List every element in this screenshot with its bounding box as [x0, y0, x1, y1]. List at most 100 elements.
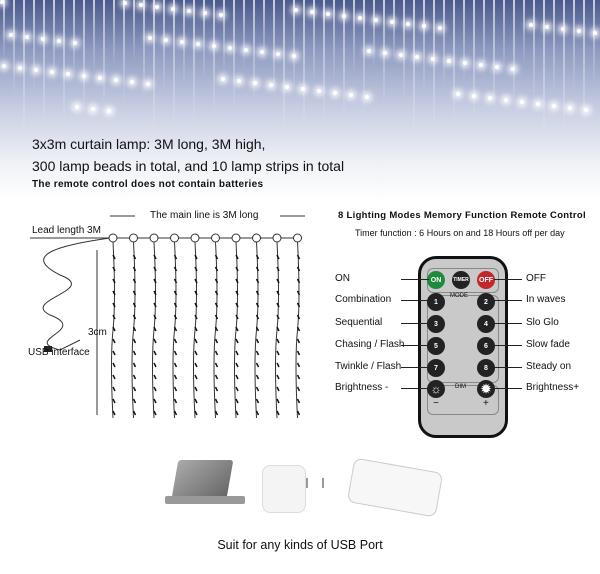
light-bead	[260, 50, 264, 54]
light-bead	[406, 22, 410, 26]
light-bead	[294, 8, 298, 12]
led-bead	[255, 338, 260, 344]
light-bead	[545, 25, 549, 29]
main-line-label: The main line is 3M long	[150, 210, 259, 221]
led-bead	[276, 326, 280, 332]
light-bead	[561, 27, 565, 31]
led-bead	[132, 410, 137, 416]
led-bead	[153, 326, 157, 332]
led-bead	[112, 362, 116, 368]
light-strip	[273, 0, 275, 99]
led-bead	[214, 326, 219, 332]
light-bead	[203, 11, 207, 15]
led-bead	[194, 350, 198, 356]
led-bead	[296, 254, 301, 260]
light-strip	[573, 0, 575, 89]
led-bead	[255, 350, 260, 356]
led-bead	[112, 314, 116, 320]
led-bead	[153, 290, 157, 296]
light-strip	[263, 0, 265, 62]
led-bead	[112, 266, 116, 272]
on-button[interactable]: ON	[427, 271, 445, 289]
light-strip	[403, 0, 405, 100]
left-label: Brightness -	[335, 382, 389, 393]
led-bead	[235, 266, 239, 272]
leader-line	[401, 323, 429, 324]
light-bead	[584, 108, 588, 112]
light-bead	[504, 98, 508, 102]
led-bead	[235, 290, 239, 296]
strand-clip	[293, 233, 302, 243]
charger-prongs-icon	[306, 478, 324, 488]
led-bead	[153, 278, 157, 284]
timer-button[interactable]: TIMER	[452, 271, 470, 289]
led-bead	[173, 398, 178, 404]
off-button[interactable]: OFF	[477, 271, 495, 289]
led-bead	[255, 362, 260, 368]
light-strip	[3, 0, 5, 60]
dim-label: DIM	[455, 384, 466, 390]
led-bead	[296, 386, 301, 392]
led-bead	[235, 386, 239, 392]
light-bead	[66, 72, 70, 76]
light-strip	[473, 0, 475, 119]
leader-line	[401, 345, 429, 346]
light-strip	[173, 0, 175, 129]
mode-2-button[interactable]: 2	[477, 293, 495, 311]
led-bead	[132, 278, 137, 284]
leader-line	[401, 367, 429, 368]
led-bead	[276, 374, 280, 380]
light-strip	[543, 0, 545, 138]
led-bead	[112, 410, 116, 416]
brightness-up-button[interactable]: ✹	[477, 380, 495, 398]
led-bead	[235, 362, 239, 368]
light-strip	[123, 0, 125, 104]
light-bead	[317, 89, 321, 93]
light-strip	[43, 0, 45, 128]
light-bead	[463, 61, 467, 65]
mode-1-button[interactable]: 1	[427, 293, 445, 311]
mode-8-button[interactable]: 8	[477, 359, 495, 377]
light-bead	[244, 48, 248, 52]
strand-clip	[108, 233, 118, 243]
light-bead	[431, 57, 435, 61]
led-bead	[255, 314, 260, 320]
led-bead	[214, 290, 219, 296]
led-bead	[132, 266, 137, 272]
led-bead	[296, 350, 301, 356]
mode-6-button[interactable]: 6	[477, 337, 495, 355]
spacing-label: 3cm	[88, 327, 107, 338]
led-bead	[173, 338, 178, 344]
mode-4-button[interactable]: 4	[477, 315, 495, 333]
mode-3-button[interactable]: 3	[427, 315, 445, 333]
light-strand	[254, 241, 259, 419]
led-bead	[235, 374, 239, 380]
led-bead	[112, 290, 116, 296]
led-bead	[296, 266, 301, 272]
light-strip	[443, 0, 445, 88]
light-strip	[253, 0, 255, 105]
led-bead	[296, 278, 301, 284]
led-bead	[235, 398, 239, 404]
light-strand	[193, 241, 197, 419]
right-label: In waves	[526, 294, 566, 305]
led-bead	[296, 314, 301, 320]
brightness-down-button[interactable]: ☼	[427, 380, 445, 398]
light-bead	[374, 18, 378, 22]
minus-label: −	[433, 398, 439, 409]
mode-7-button[interactable]: 7	[427, 359, 445, 377]
laptop-image	[165, 460, 250, 510]
light-strip	[13, 0, 15, 97]
led-bead	[276, 254, 280, 260]
light-bead	[447, 59, 451, 63]
left-label: ON	[335, 273, 350, 284]
light-bead	[285, 85, 289, 89]
mode-5-button[interactable]: 5	[427, 337, 445, 355]
light-bead	[593, 31, 597, 35]
light-strip	[353, 0, 355, 75]
led-bead	[296, 338, 301, 344]
light-strip	[533, 0, 535, 101]
leader-line	[494, 388, 522, 389]
led-bead	[296, 326, 301, 332]
plus-label: +	[483, 398, 489, 409]
